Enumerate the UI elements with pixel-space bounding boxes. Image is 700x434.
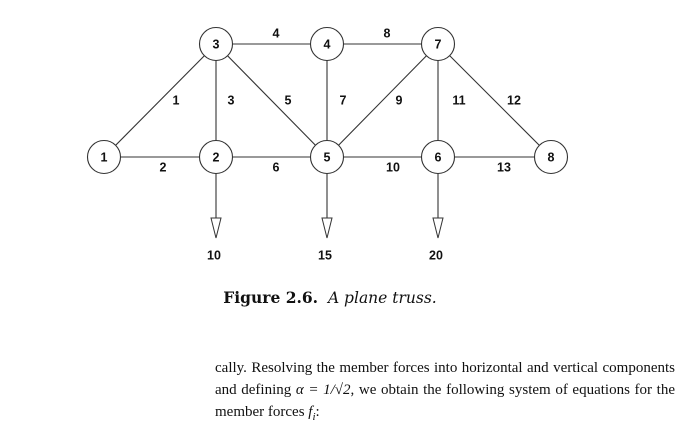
load-value-5: 15 [318,248,332,262]
node-label-7: 7 [435,37,442,51]
load-arrowhead-icon-5 [321,217,333,239]
node-label-6: 6 [435,150,442,164]
paragraph-line-2: and defining α = 1/√2, we obtain the fol… [215,379,675,401]
member-force-subscript: i [312,411,316,423]
node-1 [86,139,122,175]
caption-label: Figure 2.6. [223,288,319,307]
alpha-definition: α = 1/√2 [295,382,351,398]
load-value-6: 20 [429,248,443,262]
member-5 [215,43,328,158]
node-8 [533,139,569,175]
node-label-4: 4 [324,37,331,51]
member-force-symbol: f [308,404,313,420]
node-5 [309,139,345,175]
figure-caption: Figure 2.6. A plane truss. [0,288,660,307]
load-value-2: 10 [207,248,221,262]
member-label-4: 4 [273,26,280,40]
text: and defining [215,382,296,398]
node-7 [420,26,456,62]
node-4 [309,26,345,62]
node-label-3: 3 [213,37,220,51]
member-label-9: 9 [396,93,403,107]
member-label-8: 8 [384,26,391,40]
member-12 [437,43,552,158]
node-label-2: 2 [213,150,220,164]
node-label-1: 1 [101,150,108,164]
paragraph-line-1: cally. Resolving the member forces into … [215,360,675,376]
member-label-2: 2 [160,160,167,174]
member-label-1: 1 [173,93,180,107]
member-label-6: 6 [273,160,280,174]
member-label-13: 13 [497,160,511,174]
node-label-8: 8 [548,150,555,164]
node-3 [198,26,234,62]
load-arrowhead-icon-6 [432,217,444,239]
member-label-10: 10 [386,160,400,174]
text: : [315,404,320,420]
member-9 [326,43,439,158]
member-label-3: 3 [228,93,235,107]
node-2 [198,139,234,175]
member-1 [103,43,217,158]
body-paragraph: cally. Resolving the member forces into … [215,357,675,428]
load-arrowhead-icon-2 [210,217,222,239]
node-6 [420,139,456,175]
member-label-12: 12 [507,93,521,107]
text: member forces [215,404,309,420]
text: , we obtain the following system of equa… [350,382,675,398]
member-label-7: 7 [340,93,347,107]
member-label-11: 11 [452,93,465,107]
caption-text: A plane truss. [327,289,437,307]
member-label-5: 5 [285,93,292,107]
paragraph-line-3: member forces fi: [215,401,675,428]
node-label-5: 5 [324,150,331,164]
